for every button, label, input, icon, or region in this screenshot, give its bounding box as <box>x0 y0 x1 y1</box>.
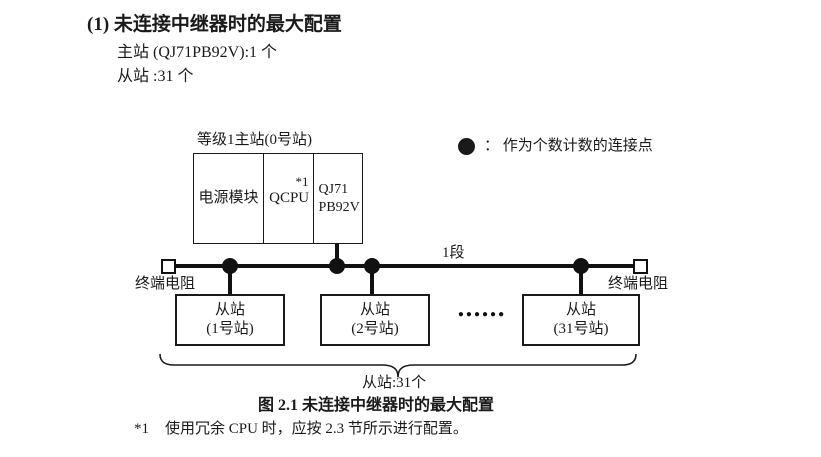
qj71pb92v-cell: QJ71 PB92V <box>312 154 362 243</box>
terminating-resistor-label-left: 终端电阻 <box>135 276 196 292</box>
master-drop-line <box>335 243 339 266</box>
figure-caption: 图 2.1 未连接中继器时的最大配置 <box>258 397 495 414</box>
slave-station-1-box: 从站 (1号站) <box>175 294 285 346</box>
slave2-name: 从站 <box>359 301 390 318</box>
slave31-drop-line <box>579 266 583 294</box>
slave31-station-number: (31号站) <box>553 321 609 337</box>
ellipsis-dots: ●●●●●● <box>457 309 507 320</box>
qcpu-label: QCPU <box>269 189 310 206</box>
power-module-cell: 电源模块 <box>198 189 259 206</box>
terminating-resistor-icon-right <box>633 259 648 274</box>
segment-label: 1段 <box>442 245 465 261</box>
terminating-resistor-label-right: 终端电阻 <box>608 276 669 292</box>
footnote-ref-mark: *1 <box>295 174 309 189</box>
footnote-marker: *1 <box>134 421 149 437</box>
qcpu-cell: *1 QCPU <box>263 154 312 243</box>
module-name-line2: PB92V <box>318 199 360 215</box>
slave-station-31-box: 从站 (31号站) <box>522 294 640 346</box>
bus-line <box>176 264 634 268</box>
slave31-name: 从站 <box>565 301 596 318</box>
section-heading: (1) 未连接中继器时的最大配置 <box>87 14 342 35</box>
master-count-line: 主站 (QJ71PB92V):1 个 <box>117 44 278 61</box>
legend: ： 作为个数计数的连接点 <box>458 138 653 156</box>
slave-count-line: 从站 :31 个 <box>117 68 194 85</box>
connection-point-icon <box>458 138 475 156</box>
footnote: *1 使用冗余 CPU 时，应按 2.3 节所示进行配置。 <box>134 421 468 438</box>
terminating-resistor-icon-left <box>161 259 176 274</box>
master-station-label: 等级1主站(0号站) <box>197 132 312 148</box>
slave1-drop-line <box>228 266 232 294</box>
slave1-station-number: (1号站) <box>206 321 254 337</box>
slave2-drop-line <box>370 266 374 294</box>
slave-station-2-box: 从站 (2号站) <box>320 294 430 346</box>
legend-text: ： 作为个数计数的连接点 <box>484 138 653 154</box>
module-name-line1: QJ71 <box>318 182 349 197</box>
slave-total-label: 从站:31个 <box>362 375 427 391</box>
slave1-name: 从站 <box>214 301 245 318</box>
connection-point-dot <box>329 258 345 274</box>
brace-icon <box>159 353 637 378</box>
master-station-box: 电源模块 *1 QCPU QJ71 PB92V <box>193 153 363 244</box>
footnote-text: 使用冗余 CPU 时，应按 2.3 节所示进行配置。 <box>165 421 468 437</box>
slave2-station-number: (2号站) <box>351 321 399 337</box>
